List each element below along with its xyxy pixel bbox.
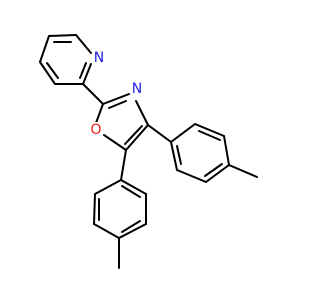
bond-ox-n3-c4: [135, 100, 149, 126]
bond-pyr-double-3: [79, 62, 87, 79]
bond-lt-1: [94, 179, 122, 195]
pyridine-ring: [39, 34, 92, 85]
pyridine-nitrogen-label: N: [94, 50, 104, 66]
bond-oxazole-lower-tolyl: [120, 149, 127, 181]
bond-lt-6: [120, 179, 147, 195]
bond-lt-3: [93, 223, 120, 239]
bond-rt-1: [170, 123, 196, 143]
bond-pyridine-oxazole: [82, 83, 104, 105]
bond-oxazole-right-tolyl: [147, 124, 172, 143]
bond-rt-4: [205, 164, 230, 183]
atom-label-oxazole-oxygen: O: [88, 122, 104, 138]
bond-rt-5: [176, 169, 207, 183]
bond-pyr-n-c2: [75, 34, 92, 54]
bond-rt-double-2: [204, 163, 223, 177]
bond-ox-c5-o1: [103, 134, 127, 151]
right-tolyl-ring: [170, 123, 230, 183]
lower-tolyl-ring: [93, 179, 147, 239]
bond-lt-double-3: [121, 185, 141, 198]
oxazole-ring: [95, 93, 149, 151]
bond-rt-double-3: [176, 145, 182, 165]
bond-rt-3: [223, 135, 230, 166]
bond-pyr-double-2: [46, 62, 59, 79]
atom-label-oxazole-nitrogen: N: [129, 81, 145, 97]
bond-rt-6: [170, 141, 178, 171]
molecule-structure-canvas: N N O: [39, 34, 258, 269]
bond-lt-2: [93, 193, 96, 225]
bond-lt-double-2: [121, 220, 141, 233]
bond-rt-double-1: [198, 130, 221, 141]
bond-lt-4: [118, 223, 147, 239]
bond-pyr-c6-n: [82, 63, 92, 85]
oxazole-nitrogen-label: N: [132, 81, 142, 97]
oxazole-oxygen-label: O: [90, 122, 101, 138]
bond-right-methyl: [228, 164, 258, 178]
bond-pyr-c4-c5: [39, 61, 56, 85]
bond-pyr-c3-c4: [39, 35, 50, 63]
bond-rt-2: [194, 123, 225, 137]
bond-ox-o1-c2: [95, 103, 104, 124]
bond-ox-c2-n3: [102, 93, 130, 105]
bond-ox-c4-c5: [125, 124, 149, 151]
bond-ox-double-1: [108, 100, 127, 109]
bond-pyr-c2-c3: [48, 34, 77, 37]
bond-ox-double-2: [124, 125, 143, 145]
atom-label-pyridine-nitrogen: N: [91, 50, 107, 66]
